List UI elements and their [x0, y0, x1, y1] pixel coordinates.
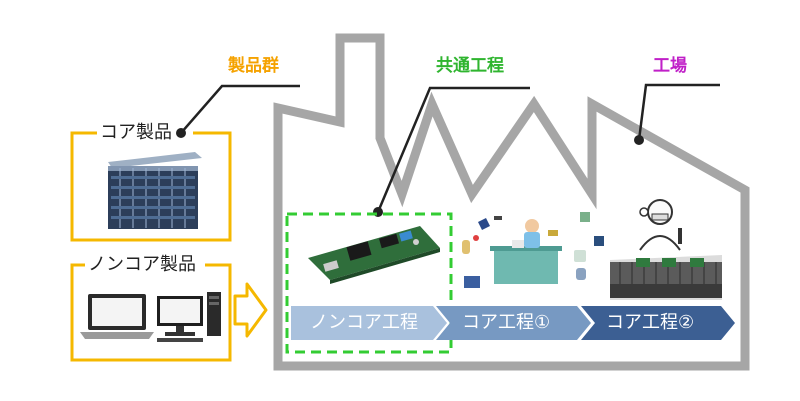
- input-arrow: [233, 282, 268, 338]
- product-group-leader: [180, 84, 300, 134]
- desktop-pc-icon: [157, 292, 221, 342]
- electronics-assembly-worker-icon: [462, 212, 604, 288]
- flow-arrow-noncore: [291, 306, 447, 340]
- flow-label-core2: コア工程②: [606, 312, 695, 333]
- server-rack-icon: [108, 152, 202, 229]
- flow-arrow-core2: [581, 306, 735, 340]
- flow-label-core1: コア工程①: [462, 312, 551, 333]
- core-products-bracket: [70, 131, 232, 242]
- common-process-box: [285, 212, 453, 354]
- factory-leader-dot: [634, 135, 644, 145]
- label-factory: 工場: [653, 56, 687, 76]
- common-process-leader: [376, 86, 530, 213]
- label-noncore-products: ノンコア製品: [88, 254, 196, 275]
- factory-outline: [273, 33, 750, 371]
- flow-label-noncore: ノンコア工程: [310, 312, 418, 333]
- label-core-products: コア製品: [100, 122, 172, 143]
- flow-arrow-core1: [436, 306, 591, 340]
- product-group-leader-dot: [176, 128, 186, 138]
- noncore-products-bracket: [70, 263, 232, 362]
- conveyor-worker-icon: [610, 199, 722, 300]
- factory-leader: [637, 83, 720, 141]
- label-common-process: 共通工程: [436, 56, 504, 76]
- label-product-group: 製品群: [228, 56, 279, 76]
- circuit-board-icon: [308, 226, 440, 284]
- laptop-icon: [80, 294, 154, 339]
